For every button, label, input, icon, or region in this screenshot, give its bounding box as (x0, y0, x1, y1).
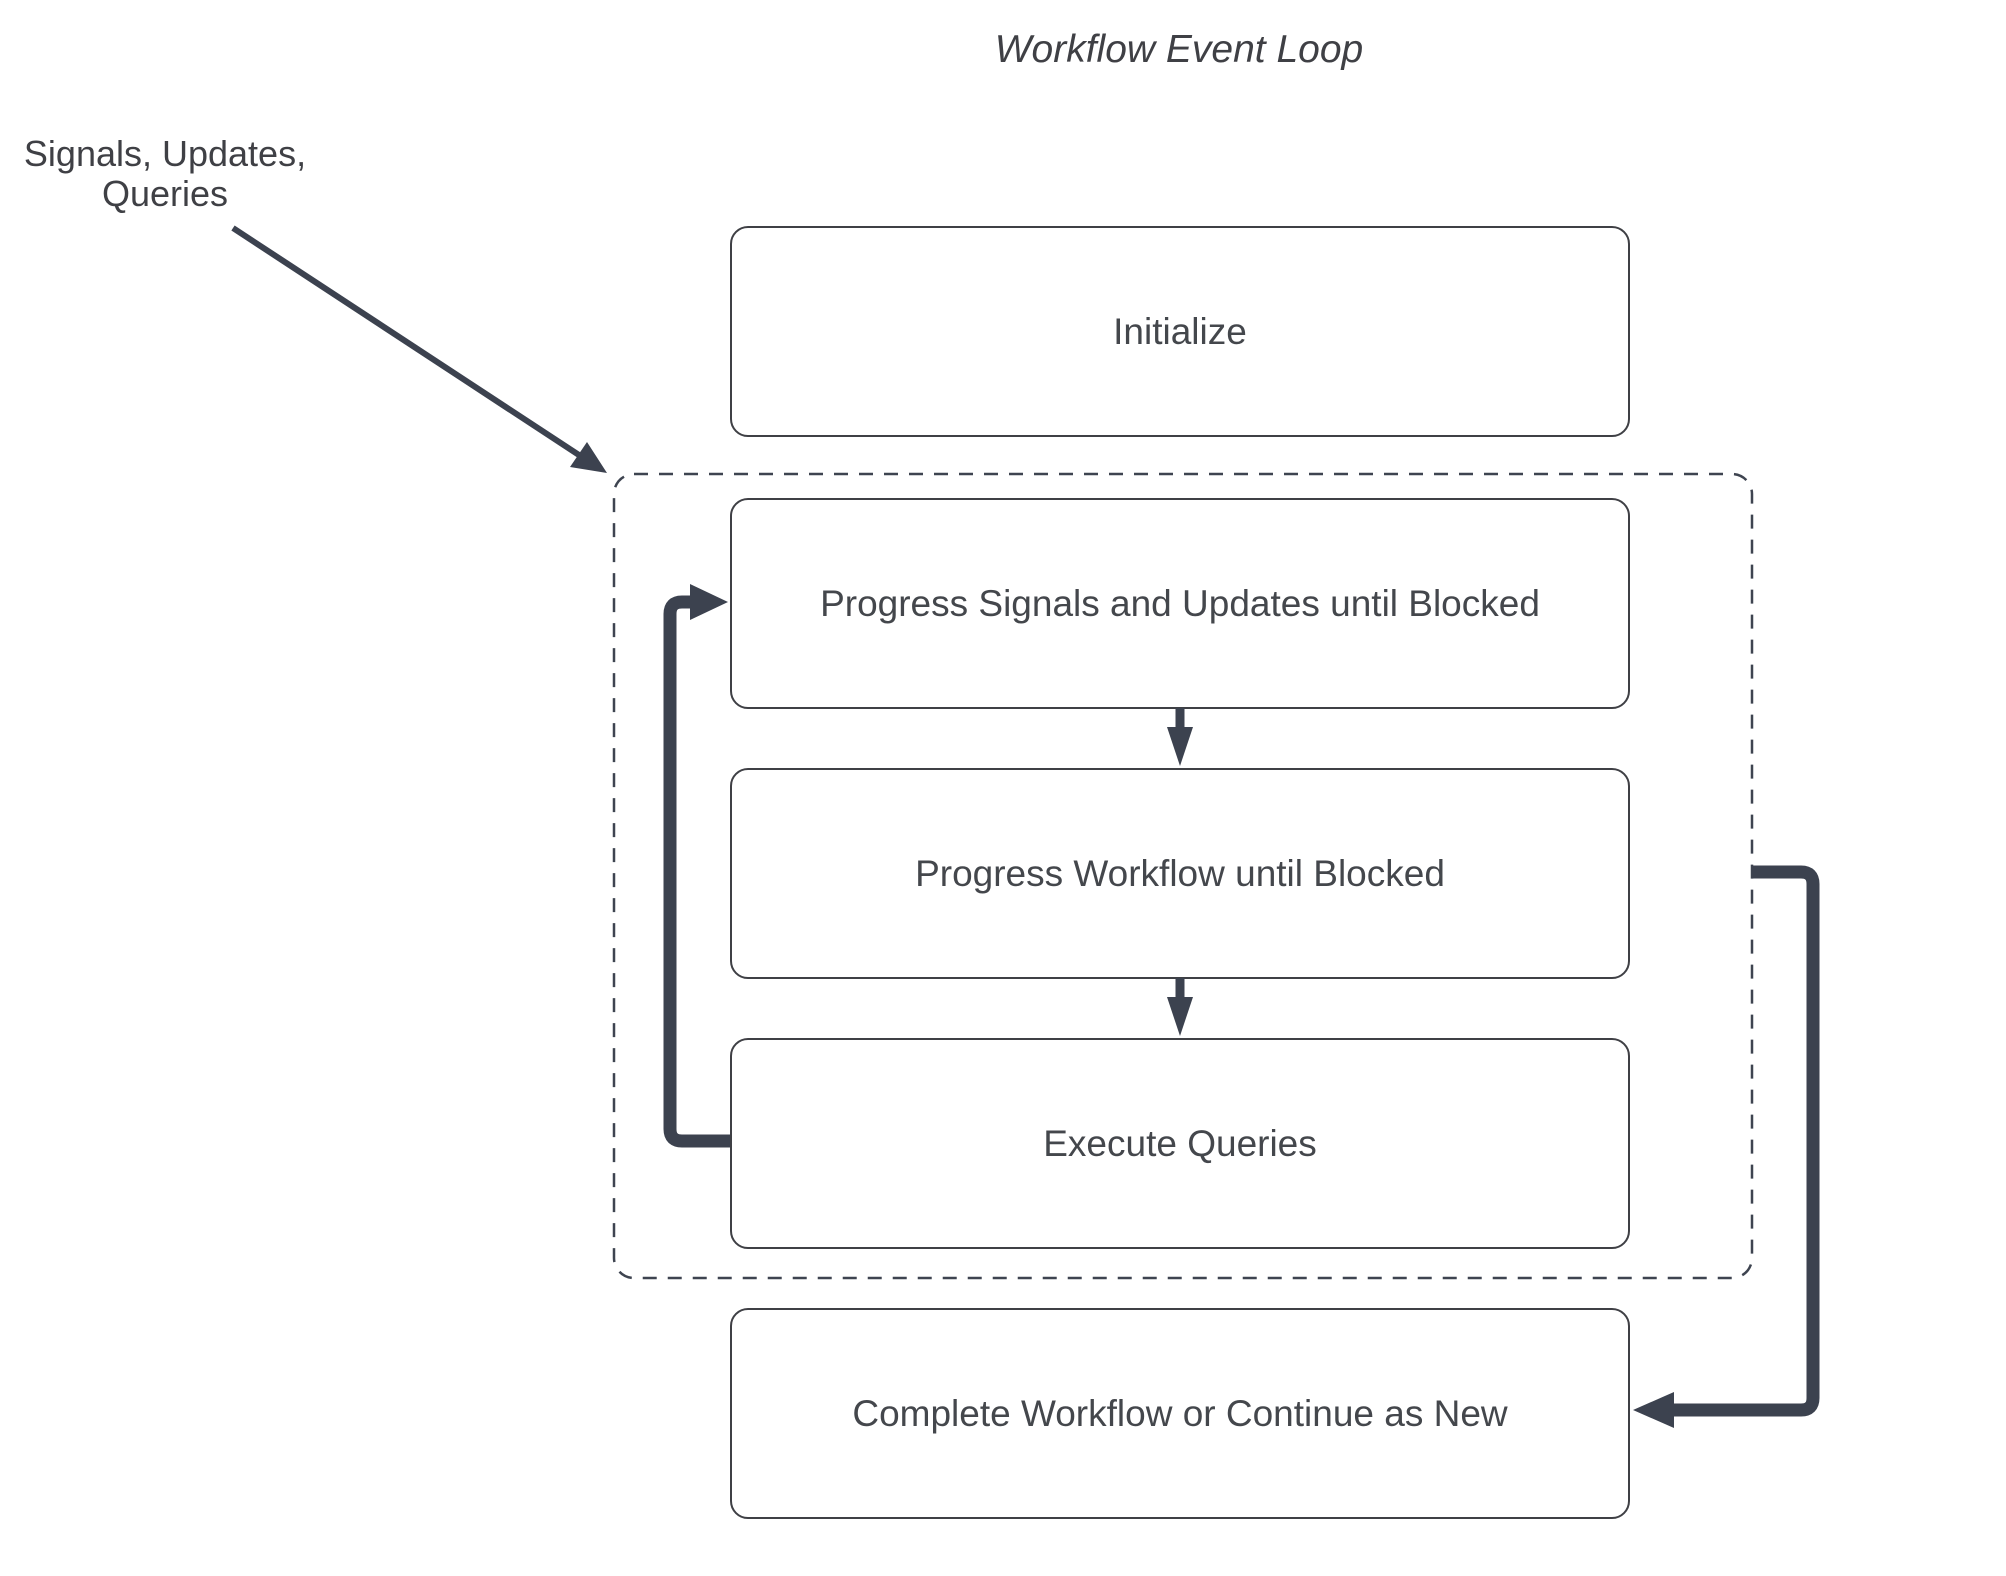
node-progress-workflow-label: Progress Workflow until Blocked (915, 852, 1445, 894)
node-complete-or-continue-label: Complete Workflow or Continue as New (852, 1392, 1508, 1434)
annotation-signals-updates-queries: Signals, Updates, Queries (15, 134, 315, 214)
node-execute-queries: Execute Queries (730, 1038, 1630, 1249)
annotation-line-2: Queries (101, 173, 229, 214)
node-initialize: Initialize (730, 226, 1630, 437)
down-arrow-icon (1167, 708, 1193, 766)
node-progress-signals-updates: Progress Signals and Updates until Block… (730, 498, 1630, 709)
node-initialize-label: Initialize (1113, 310, 1247, 352)
node-progress-workflow: Progress Workflow until Blocked (730, 768, 1630, 979)
loop-back-arrow-icon (663, 584, 730, 1148)
node-execute-queries-label: Execute Queries (1043, 1122, 1317, 1164)
diagonal-arrow-icon (231, 225, 607, 473)
elbow-arrow-icon (1633, 865, 1820, 1428)
node-progress-signals-updates-label: Progress Signals and Updates until Block… (820, 582, 1540, 624)
down-arrow-icon (1167, 978, 1193, 1036)
node-complete-or-continue: Complete Workflow or Continue as New (730, 1308, 1630, 1519)
diagram-title: Workflow Event Loop (994, 28, 1364, 71)
annotation-line-1: Signals, Updates, (23, 133, 307, 174)
